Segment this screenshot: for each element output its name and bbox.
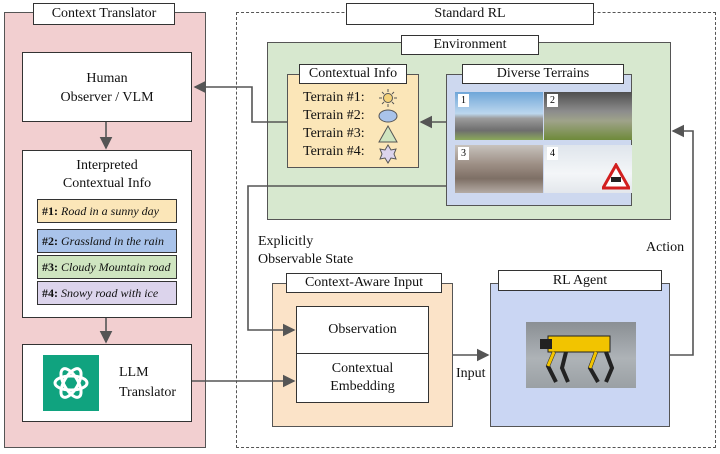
terrain-4-label: Terrain #4: <box>303 144 365 159</box>
standard-rl-title: Standard RL <box>346 3 594 25</box>
interpreted-title-line2: Contextual Info <box>62 176 152 191</box>
context-tag-2-num: #2: <box>42 234 58 248</box>
terrain-2-label: Terrain #2: <box>303 108 365 123</box>
cloud-icon <box>378 109 398 123</box>
embedding-line1: Contextual <box>331 361 394 376</box>
terrain-icons <box>378 89 398 164</box>
terrain-photo-sunny-road: 1 <box>455 92 543 140</box>
llm-line1: LLM <box>119 365 149 380</box>
explicit-state-label: Explicitly Observable State <box>258 233 353 269</box>
terrain-row-2: Terrain #2: <box>303 108 365 124</box>
context-tag-4-text: Snowy road with ice <box>61 286 159 300</box>
context-tag-4: #4: Snowy road with ice <box>37 281 177 305</box>
terrain-row-1: Terrain #1: <box>303 90 365 106</box>
context-tag-4-num: #4: <box>42 286 58 300</box>
terrain-row-4: Terrain #4: <box>303 144 365 160</box>
human-observer-line2: Observer / VLM <box>60 90 154 105</box>
observation-box: Observation <box>296 306 429 354</box>
context-tag-3-num: #3: <box>42 260 58 274</box>
llm-line2: Translator <box>119 385 177 400</box>
input-label: Input <box>456 366 486 381</box>
photo-number-4: 4 <box>547 147 558 160</box>
rl-agent-title: RL Agent <box>498 270 662 291</box>
context-aware-input-title: Context-Aware Input <box>286 273 442 293</box>
environment-title: Environment <box>401 35 539 55</box>
robot-dog-image <box>526 322 636 388</box>
terrain-photo-mountain-road: 3 <box>455 145 543 193</box>
terrain-photo-rainy-grassland: 2 <box>544 92 632 140</box>
photo-number-3: 3 <box>458 147 469 160</box>
photo-number-2: 2 <box>547 94 558 107</box>
context-tag-2: #2: Grassland in the rain <box>37 229 177 253</box>
sun-icon <box>379 89 397 107</box>
explicit-line2: Observable State <box>258 252 354 267</box>
context-tag-1: #1: Road in a sunny day <box>37 199 177 223</box>
context-tag-3-text: Cloudy Mountain road <box>61 260 171 274</box>
explicit-line1: Explicitly <box>258 234 314 249</box>
terrain-1-label: Terrain #1: <box>303 90 365 105</box>
terrain-row-3: Terrain #3: <box>303 126 365 142</box>
robot-dog-icon <box>540 335 615 383</box>
star-icon <box>379 144 397 164</box>
contextual-info-title: Contextual Info <box>299 64 407 84</box>
contextual-embedding-box: Contextual Embedding <box>296 353 429 403</box>
observation-label: Observation <box>328 322 397 337</box>
openai-logo-icon <box>43 355 99 411</box>
terrain-photo-snowy-road: 4 <box>544 145 632 193</box>
triangle-icon <box>378 124 398 143</box>
human-observer-line1: Human <box>86 71 128 86</box>
context-tag-2-text: Grassland in the rain <box>61 234 165 248</box>
warning-sign-icon <box>602 163 630 190</box>
photo-number-1: 1 <box>458 94 469 107</box>
context-tag-3: #3: Cloudy Mountain road <box>37 255 177 279</box>
llm-translator-box: LLM Translator <box>22 344 192 422</box>
diverse-terrains-title: Diverse Terrains <box>462 64 624 84</box>
context-translator-title: Context Translator <box>33 3 175 25</box>
interpreted-contextual-info-box: Interpreted Contextual Info #1: Road in … <box>22 150 192 318</box>
context-tag-1-text: Road in a sunny day <box>61 204 159 218</box>
embedding-line2: Embedding <box>330 379 395 394</box>
terrain-3-label: Terrain #3: <box>303 126 365 141</box>
contextual-info-panel <box>287 74 419 168</box>
context-tag-1-num: #1: <box>42 204 58 218</box>
human-observer-box: Human Observer / VLM <box>22 52 192 122</box>
action-label: Action <box>646 240 685 255</box>
interpreted-title-line1: Interpreted <box>76 158 138 173</box>
